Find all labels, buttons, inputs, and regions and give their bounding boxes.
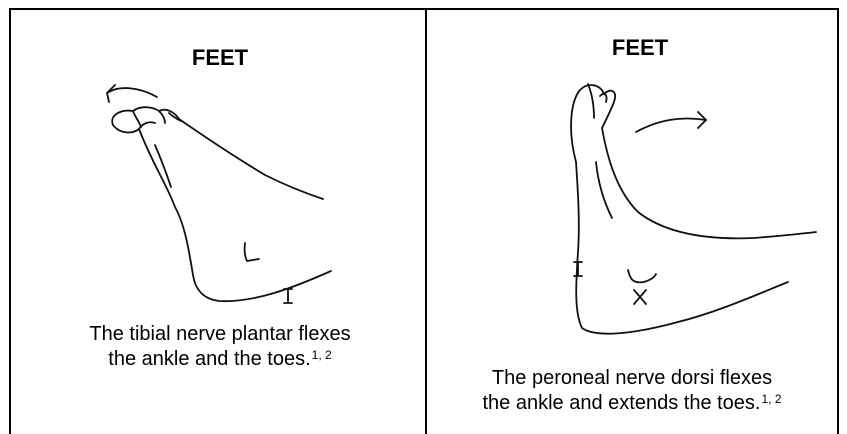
left-caption-line1: The tibial nerve plantar flexes: [20, 322, 420, 347]
left-caption-line2: the ankle and the toes.1, 2: [20, 347, 420, 372]
right-caption-line2: the ankle and extends the toes.1, 2: [428, 391, 836, 416]
left-heading: FEET: [150, 45, 290, 71]
right-caption-superscript: 1, 2: [761, 392, 781, 406]
right-caption-line2-text: the ankle and extends the toes.: [483, 392, 761, 414]
top-border: [9, 8, 839, 10]
right-caption: The peroneal nerve dorsi flexes the ankl…: [428, 366, 836, 416]
foot-plantar-flexion-drawing-icon: [95, 75, 365, 315]
left-caption-line2-text: the ankle and the toes.: [108, 348, 310, 370]
left-caption: The tibial nerve plantar flexes the ankl…: [20, 322, 420, 372]
right-caption-line1: The peroneal nerve dorsi flexes: [428, 366, 836, 391]
left-border: [9, 8, 11, 434]
middle-divider: [425, 8, 427, 434]
left-caption-superscript: 1, 2: [312, 348, 332, 362]
foot-dorsiflexion-drawing-icon: [548, 72, 838, 342]
right-heading: FEET: [570, 35, 710, 61]
